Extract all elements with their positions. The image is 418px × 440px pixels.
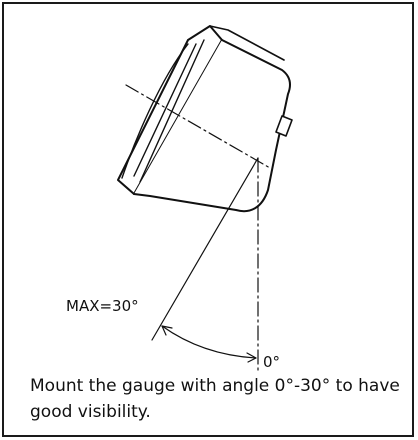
max-angle-line (151, 157, 259, 341)
angle-arc-arrow-left (161, 325, 173, 336)
gauge-glass (121, 43, 189, 179)
gauge-body (117, 25, 293, 213)
gauge-case-top (209, 25, 285, 61)
gauge-axis-line (125, 84, 271, 169)
zero-angle-label: 0° (263, 353, 281, 371)
angle-arc (161, 325, 257, 359)
gauge-case (133, 39, 291, 213)
gauge-rear-connector (275, 115, 293, 137)
max-angle-label: MAX=30° (66, 297, 139, 315)
mounting-instruction-caption: Mount the gauge with angle 0°-30° to hav… (30, 376, 400, 422)
angle-arc-arrow-right (246, 352, 257, 363)
